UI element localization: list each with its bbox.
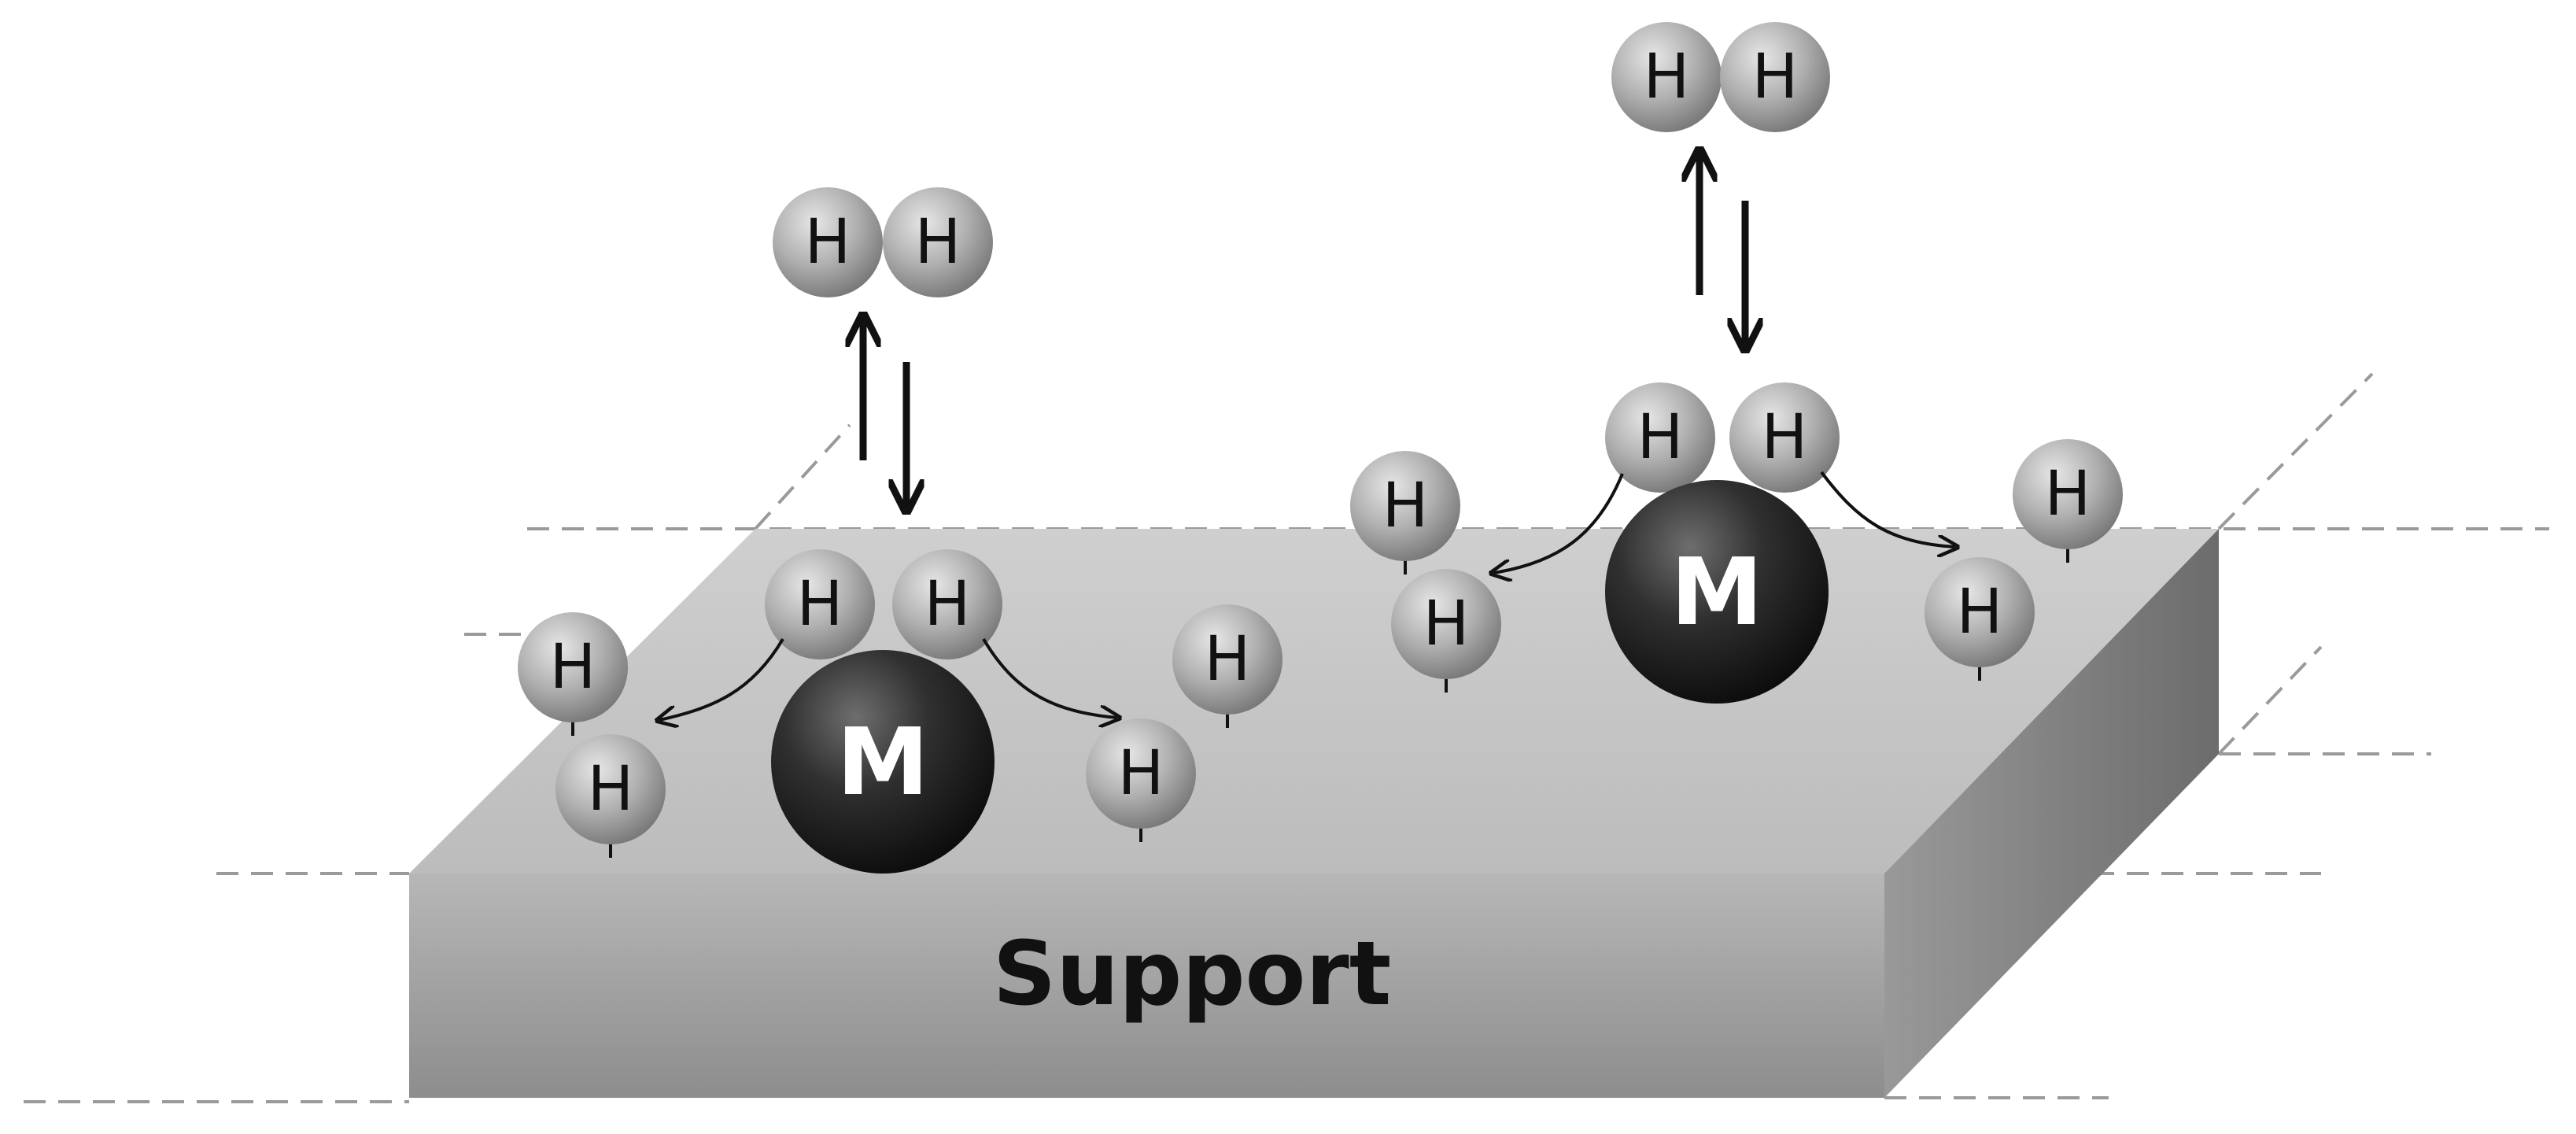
hydrogen-label: H — [797, 569, 843, 640]
left-spillover-arrows — [659, 637, 1117, 720]
hydrogen-atom — [1611, 22, 1722, 132]
hydrogen-label: H — [1382, 471, 1429, 541]
spillover-arrow-right — [982, 637, 1117, 718]
spillover-arrow-right — [1820, 471, 1955, 547]
right-spillover-arrows — [1493, 471, 1955, 573]
spillover-arrow-left — [659, 637, 784, 720]
hydrogen-label: H — [915, 207, 961, 278]
metal-label: M — [1670, 537, 1762, 646]
right-gas-h2-molecule: H H — [1611, 22, 1830, 132]
hydrogen-atom — [2013, 439, 2123, 549]
support-side-face — [1884, 529, 2219, 1098]
left-adsorbed-h-pair: H H — [765, 549, 1002, 659]
support-front-face — [409, 874, 1884, 1098]
right-equilibrium-arrows — [1699, 153, 1745, 346]
hydrogen-label: H — [1118, 738, 1164, 809]
hydrogen-atom — [1086, 718, 1196, 829]
hydrogen-atom — [1925, 557, 2035, 667]
support-label: Support — [993, 923, 1391, 1025]
hydrogen-atom — [1350, 451, 1460, 561]
hydrogen-label: H — [1752, 42, 1799, 113]
hydrogen-label: H — [1423, 589, 1470, 659]
hydrogen-atom — [773, 187, 883, 297]
hydrogen-atom — [1605, 382, 1715, 493]
hydrogen-label: H — [1205, 624, 1251, 695]
hydrogen-label: H — [805, 207, 851, 278]
hydrogen-atom — [1391, 569, 1501, 679]
hydrogen-atom — [1729, 382, 1840, 493]
spillover-arrow-left — [1493, 473, 1624, 573]
hydrogen-label: H — [1637, 402, 1684, 473]
left-metal-particle: M — [771, 650, 995, 874]
right-metal-particle: M — [1605, 480, 1829, 704]
right-spilled-hydrogen-atoms: H H H H — [1350, 439, 2123, 693]
metal-sphere — [1605, 480, 1829, 704]
hydrogen-atom — [555, 734, 666, 844]
hydrogen-atom — [765, 549, 875, 659]
right-adsorbed-h-pair: H H — [1605, 382, 1840, 493]
hydrogen-label: H — [1762, 402, 1808, 473]
left-spilled-hydrogen-atoms: H H H H — [518, 604, 1282, 858]
left-equilibrium-arrows — [863, 319, 906, 508]
hydrogen-atom — [892, 549, 1002, 659]
hydrogen-atom — [518, 612, 628, 722]
hydrogen-atom — [1172, 604, 1282, 715]
metal-sphere — [771, 650, 995, 874]
left-active-site: H H H H M H — [518, 187, 1282, 874]
hydrogen-label: H — [550, 632, 596, 703]
hydrogen-label: H — [2045, 459, 2091, 530]
right-active-site: H H H H M H H — [1350, 22, 2123, 704]
left-gas-h2-molecule: H H — [773, 187, 993, 297]
hydrogen-atom — [1720, 22, 1830, 132]
hydrogen-label: H — [588, 754, 634, 825]
metal-label: M — [836, 707, 928, 816]
hydrogen-label: H — [924, 569, 971, 640]
hydrogen-label: H — [1644, 42, 1690, 113]
hydrogen-label: H — [1957, 577, 2003, 648]
hydrogen-atom — [883, 187, 993, 297]
